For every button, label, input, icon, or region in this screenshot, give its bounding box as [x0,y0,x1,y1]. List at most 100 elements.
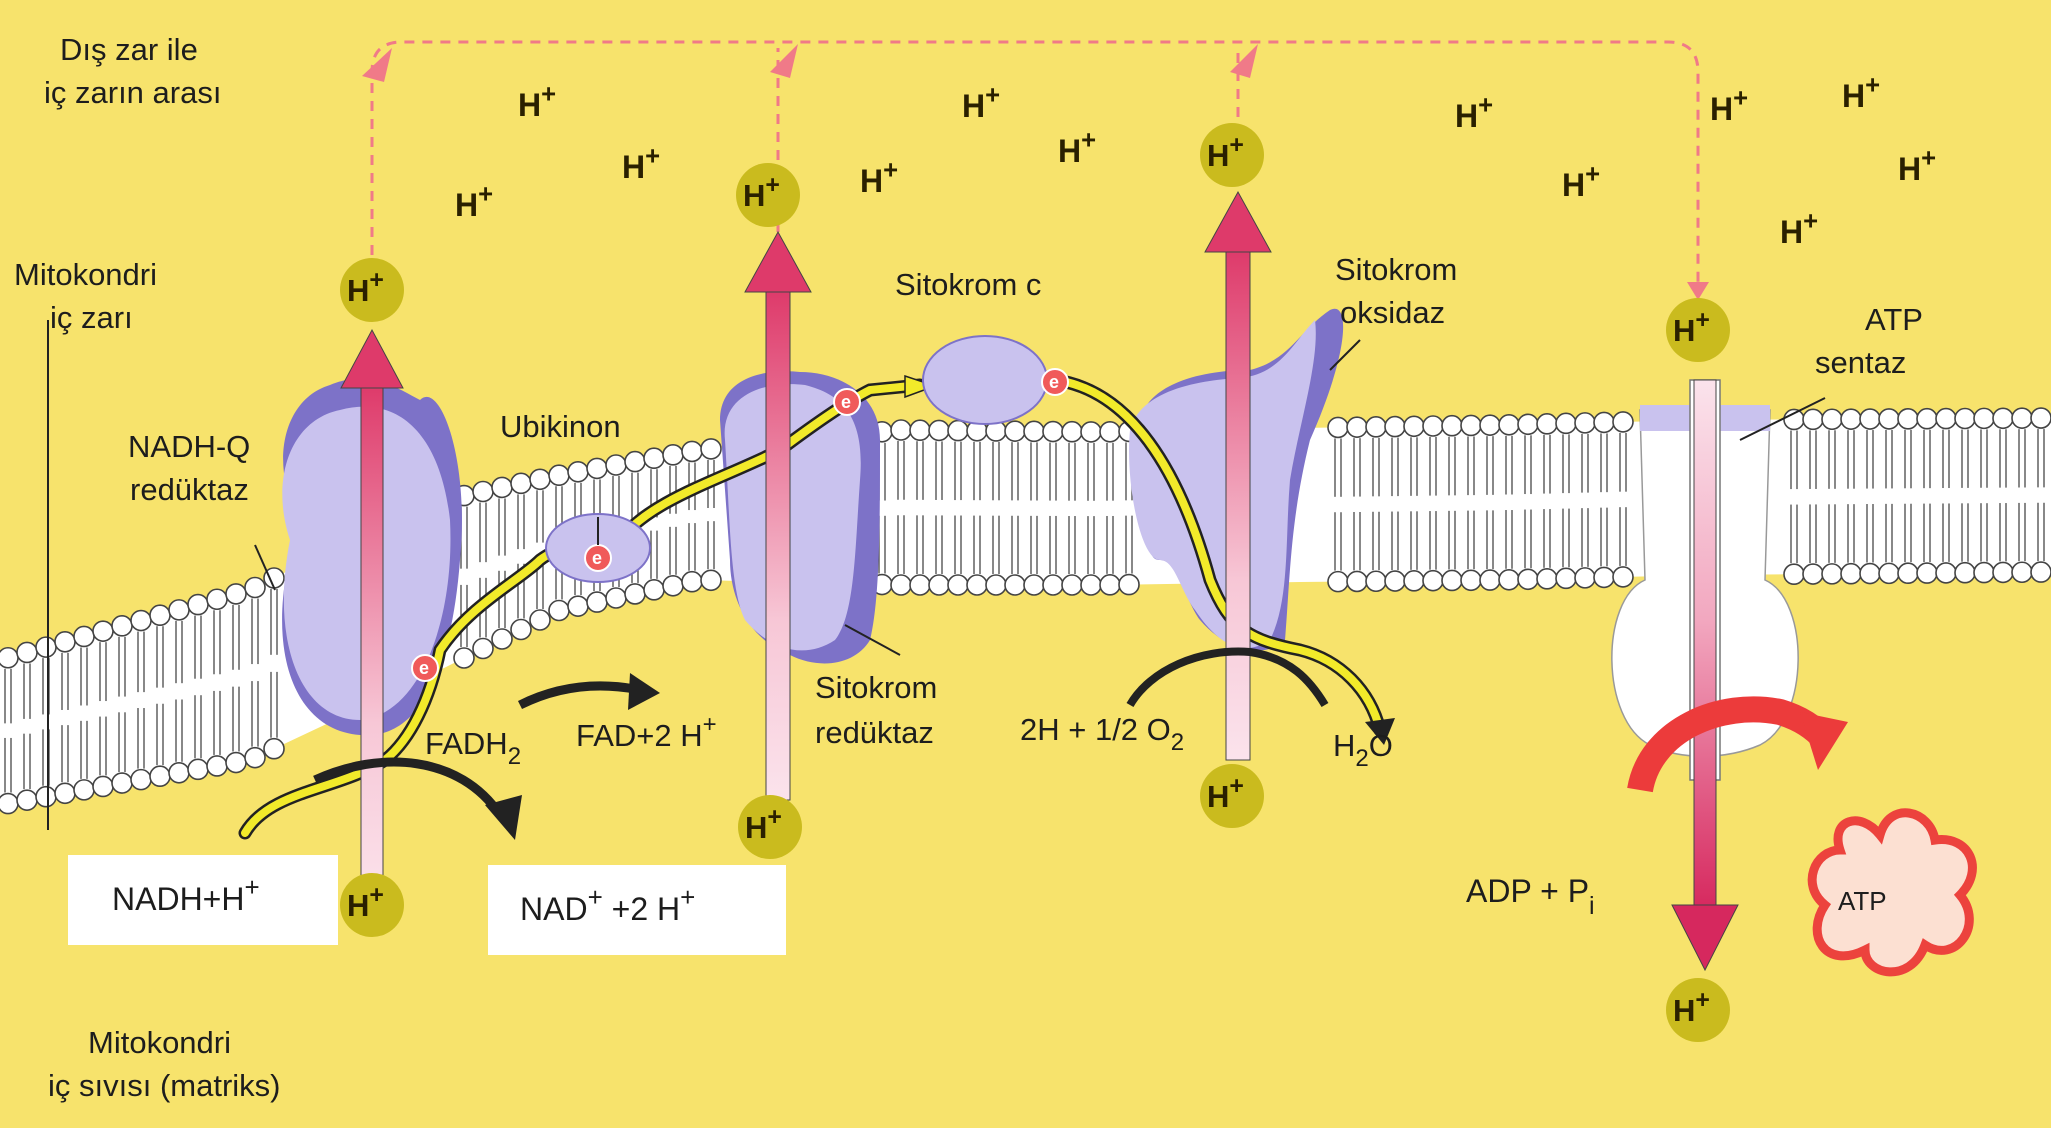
proton-letter: H [1562,167,1585,203]
lipid-head [1917,563,1937,583]
proton-letter: H [622,149,645,185]
lipid-head [1575,568,1595,588]
lipid-head [891,575,911,595]
lipid-head [1879,563,1899,583]
lipid-head [1860,564,1880,584]
lipid-head [74,780,94,800]
label-cytochrome-c: Sitokrom c [895,267,1041,302]
lipid-head [473,482,493,502]
lipid-head [1841,564,1861,584]
lipid-head [1898,563,1918,583]
proton-letter: H [1780,214,1803,250]
lipid-head [55,783,75,803]
lipid-head [568,462,588,482]
lipid-head [1366,571,1386,591]
lipid-head [625,452,645,472]
lipid-head [188,759,208,779]
lipid-head [169,763,189,783]
nad-main: NAD [520,891,588,927]
lipid-head [226,584,246,604]
lipid-head [150,766,170,786]
water-sub: 2 [1355,745,1368,772]
water-o: O [1369,728,1393,763]
lipid-head [1100,422,1120,442]
lipid-head [1556,413,1576,433]
lipid-head [150,605,170,625]
lipid-head [1974,408,1994,428]
label-atp: ATP [1838,886,1887,916]
lipid-head [1404,416,1424,436]
proton-letter: H [743,178,765,213]
lipid-head [682,441,702,461]
lipid-head [663,576,683,596]
lipid-head [1081,422,1101,442]
lipid-head [93,621,113,641]
lipid-head [1803,564,1823,584]
oxygen-main: 2H + 1/2 O [1020,712,1171,747]
lipid-head [264,739,284,759]
water-h: H [1333,728,1355,763]
lipid-head [207,589,227,609]
lipid-head [1955,563,1975,583]
cytochrome-c [923,336,1047,424]
lipid-head [511,473,531,493]
fadh2-main: FADH [425,726,508,761]
lipid-head [1366,417,1386,437]
lipid-head [606,588,626,608]
proton-letter: H [1842,78,1865,114]
label-fad: FAD+2 H+ [576,711,717,753]
proton-charge: + [645,143,660,171]
proton-charge: + [985,82,1000,110]
proton-letter: H [347,273,369,308]
proton-charge: + [1229,132,1243,159]
lipid-head [910,575,930,595]
lipid-head [1100,575,1120,595]
lipid-head [1043,422,1063,442]
proton-letter: H [455,187,478,223]
label-matrix-2: iç sıvısı (matriks) [48,1068,281,1103]
lipid-head [473,639,493,659]
lipid-head [682,572,702,592]
label-intermembrane-2: iç zarın arası [44,75,221,110]
nad-rest: +2 H [603,891,680,927]
lipid-head [1784,564,1804,584]
lipid-head [663,445,683,465]
lipid-head [1594,412,1614,432]
lipid-head [1499,570,1519,590]
lipid-head [1803,409,1823,429]
lipid-head [454,648,474,668]
lipid-head [701,570,721,590]
proton-charge: + [765,172,779,199]
lipid-head [1423,571,1443,591]
proton-letter: H [1455,98,1478,134]
lipid-head [549,465,569,485]
proton-charge: + [767,804,781,831]
lipid-head [93,776,113,796]
atp-molecule [1812,813,1972,972]
lipid-head [929,575,949,595]
lipid-head [511,620,531,640]
label-nadhq-1: NADH-Q [128,429,250,464]
lipid-head [644,448,664,468]
lipid-head [1936,563,1956,583]
lipid-head [1461,415,1481,435]
lipid-head [549,601,569,621]
lipid-head [1822,564,1842,584]
electron-label: e [592,548,602,568]
electron-label: e [1049,372,1059,392]
lipid-head [929,420,949,440]
proton-letter: H [1207,779,1229,814]
proton-letter: H [518,87,541,123]
label-cytochrome-oxidase-2: oksidaz [1340,295,1445,330]
lipid-head [1518,414,1538,434]
proton-charge: + [1695,987,1709,1014]
adp-main: ADP + P [1466,873,1589,909]
proton-letter: H [1058,133,1081,169]
nadh-sup: + [244,872,259,902]
proton-charge: + [1585,161,1600,189]
proton-letter: H [1898,151,1921,187]
label-atp-synthase-2: sentaz [1815,345,1906,380]
lipid-head [131,611,151,631]
proton-letter: H [347,888,369,923]
